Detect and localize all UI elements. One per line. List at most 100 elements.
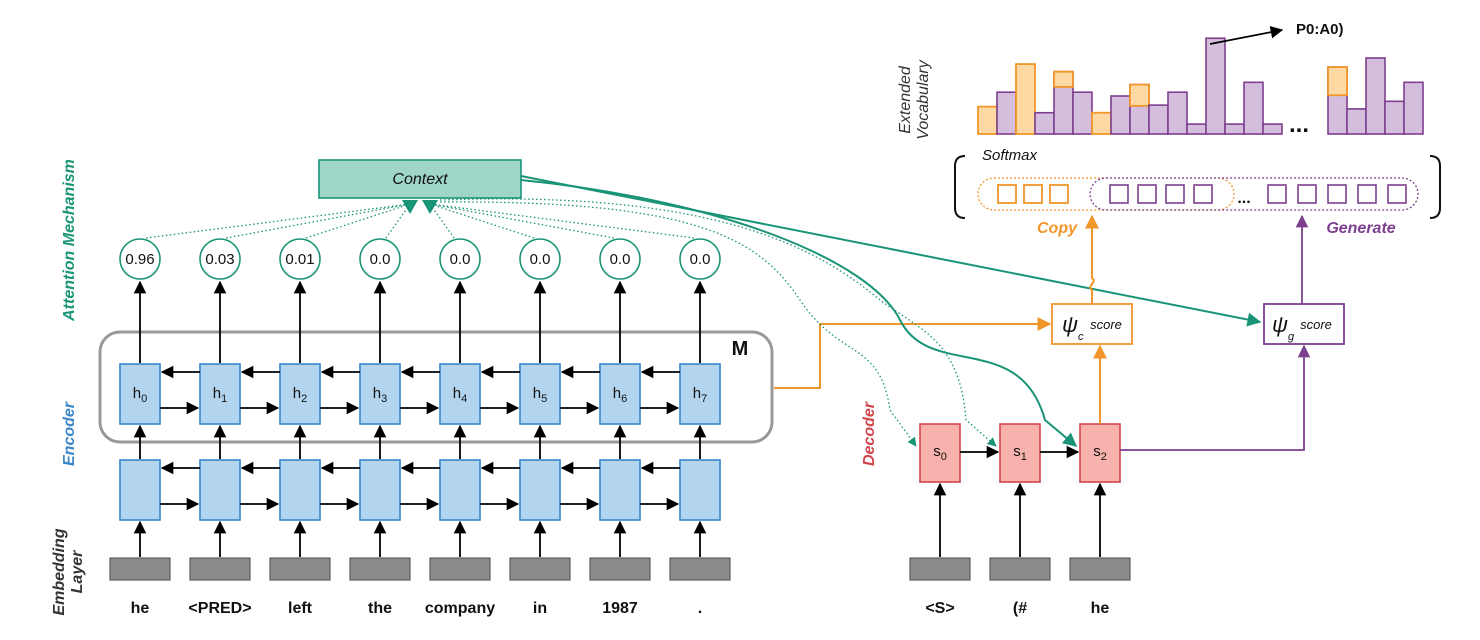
attention-weight-circle bbox=[279, 238, 321, 280]
memory-label: M bbox=[732, 338, 749, 360]
decoder-state bbox=[919, 423, 961, 483]
softmax-generate-slot bbox=[1297, 184, 1317, 204]
output-token-label: P0:A0) bbox=[1296, 21, 1344, 38]
decoder-state-label: s1 bbox=[1013, 443, 1027, 463]
decoder-embedding-box bbox=[909, 557, 971, 581]
encoder-hidden-state bbox=[279, 363, 321, 425]
vocab-bar bbox=[1365, 57, 1386, 135]
encoder-hidden-state bbox=[519, 363, 561, 425]
copy-score-sub: c bbox=[1078, 331, 1084, 343]
softmax-label: Softmax bbox=[982, 147, 1038, 164]
attention-weight: 0.03 bbox=[205, 251, 234, 268]
attention-to-context-line bbox=[145, 203, 411, 239]
decoder-state-label: s2 bbox=[1093, 443, 1107, 463]
vocab-bar bbox=[996, 91, 1017, 135]
encoder-hidden-state bbox=[359, 363, 401, 425]
attention-weight: 0.96 bbox=[125, 251, 154, 268]
encoder-lower-cell bbox=[199, 459, 241, 521]
context-input-wedge-right bbox=[422, 200, 438, 214]
softmax-generate-slot bbox=[1327, 184, 1347, 204]
context-box bbox=[318, 159, 522, 199]
copy-score-to-softmax-line bbox=[1085, 214, 1099, 304]
attention-to-context-line bbox=[305, 203, 411, 239]
decoder-token: he bbox=[1091, 600, 1110, 617]
vocab-bar bbox=[1072, 91, 1093, 135]
embedding-layer-label-line1: Embedding bbox=[51, 528, 68, 615]
encoder-token: company bbox=[425, 600, 495, 617]
context-label: Context bbox=[392, 171, 448, 188]
softmax-copy-slot bbox=[1049, 184, 1069, 204]
hidden-state-label: h1 bbox=[213, 385, 227, 405]
vocab-bar bbox=[1148, 104, 1169, 135]
vocab-bar bbox=[1034, 111, 1055, 135]
output-pointer-arrow bbox=[1209, 25, 1284, 45]
decoder-token: (# bbox=[1013, 600, 1027, 617]
embedding-box bbox=[429, 557, 491, 581]
vocab-bar-copy-segment bbox=[1129, 83, 1150, 107]
decoder-embedding-box bbox=[989, 557, 1051, 581]
copy-score-box bbox=[1051, 303, 1133, 345]
encoder-hidden-state bbox=[679, 363, 721, 425]
vocab-bar bbox=[1015, 63, 1036, 135]
attention-to-context-line bbox=[225, 203, 411, 239]
encoder-lower-cell bbox=[519, 459, 561, 521]
generate-score-sub: g bbox=[1288, 331, 1295, 343]
encoder-lower-cell bbox=[439, 459, 481, 521]
s2-to-generate-score-line bbox=[1120, 344, 1311, 451]
encoder-layer: heh00.96<PRED>h10.03lefth20.01theh30.0co… bbox=[109, 203, 731, 617]
softmax-generate-group bbox=[1089, 177, 1419, 211]
encoder-lower-cell bbox=[119, 459, 161, 521]
softmax-ellipsis: ... bbox=[1237, 190, 1250, 207]
hidden-state-label: h0 bbox=[133, 385, 147, 405]
attention-weight: 0.01 bbox=[285, 251, 314, 268]
hidden-state-label: h7 bbox=[693, 385, 707, 405]
encoder-lower-cell bbox=[679, 459, 721, 521]
attention-weight-circle bbox=[679, 238, 721, 280]
encoder-lower-cell bbox=[279, 459, 321, 521]
softmax-generate-slot bbox=[1137, 184, 1157, 204]
encoder-token: he bbox=[131, 600, 150, 617]
vocab-bar bbox=[1262, 123, 1283, 135]
attention-weight-circle bbox=[439, 238, 481, 280]
softmax-slots bbox=[997, 184, 1407, 204]
attention-to-context-line bbox=[429, 203, 455, 239]
attention-to-context-line bbox=[429, 203, 695, 239]
attention-weight-circle bbox=[359, 238, 401, 280]
vocab-bar bbox=[1224, 123, 1245, 135]
encoder-token: . bbox=[698, 600, 702, 617]
vocab-bar bbox=[1384, 100, 1405, 135]
vocab-bar bbox=[1110, 95, 1131, 135]
decoder-state bbox=[999, 423, 1041, 483]
hidden-state-label: h5 bbox=[533, 385, 547, 405]
attention-to-context-line bbox=[429, 203, 535, 239]
vocab-bar bbox=[1403, 81, 1424, 135]
vocab-bar bbox=[1186, 123, 1207, 135]
vocab-bars bbox=[977, 37, 1424, 135]
attention-to-s0-line bbox=[439, 201, 917, 447]
vocab-bar bbox=[1346, 108, 1367, 135]
vocab-bar bbox=[1167, 91, 1188, 135]
embedding-box bbox=[109, 557, 171, 581]
attention-weight-circle bbox=[599, 238, 641, 280]
copy-score-psi: ψ bbox=[1062, 312, 1078, 337]
vocab-ellipsis: ... bbox=[1289, 111, 1309, 138]
encoder-label: Encoder bbox=[61, 401, 78, 466]
hidden-state-label: h3 bbox=[373, 385, 387, 405]
decoder-state-label: s0 bbox=[933, 443, 947, 463]
attention-weight-circle bbox=[199, 238, 241, 280]
vocab-bar bbox=[1091, 111, 1112, 135]
attention-weight: 0.0 bbox=[610, 251, 631, 268]
encoder-hidden-state bbox=[199, 363, 241, 425]
attention-weight: 0.0 bbox=[370, 251, 391, 268]
attention-to-context-line bbox=[385, 203, 411, 239]
decoder-embedding-box bbox=[1069, 557, 1131, 581]
hidden-state-label: h4 bbox=[453, 385, 467, 405]
vocab-bar-copy-segment bbox=[1053, 70, 1074, 88]
encoder-token: <PRED> bbox=[188, 600, 251, 617]
softmax-bracket-left bbox=[954, 155, 966, 219]
embedding-box bbox=[509, 557, 571, 581]
encoder-token: 1987 bbox=[602, 600, 638, 617]
softmax-bracket-right bbox=[1429, 155, 1441, 219]
